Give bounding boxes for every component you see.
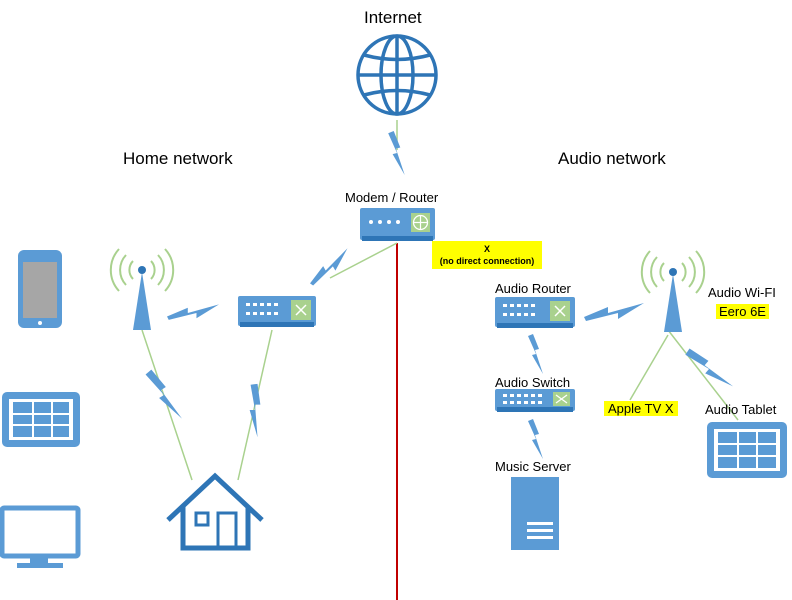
audio-network-label: Audio network [558, 149, 666, 168]
audio-tablet-label: Audio Tablet [705, 402, 777, 417]
audio-router-icon [495, 297, 575, 328]
home-network-label: Home network [123, 149, 233, 168]
modem-router-label: Modem / Router [345, 190, 439, 205]
no-connection-mark: X [483, 244, 490, 254]
lightning-icon [683, 340, 734, 399]
lightning-icon [167, 304, 219, 320]
tablet-icon [2, 392, 80, 447]
eero-label: Eero 6E [716, 304, 769, 319]
home-antenna-icon [109, 248, 175, 330]
globe-icon [356, 34, 438, 116]
wired-links [141, 120, 739, 481]
audio-switch-label: Audio Switch [495, 375, 571, 390]
internet-label: Internet [364, 8, 422, 27]
music-server-label: Music Server [495, 459, 571, 474]
audio-router-label: Audio Router [495, 281, 571, 296]
audio-tablet-icon [707, 422, 787, 478]
lightning-icon [528, 334, 543, 374]
house-icon [166, 472, 264, 551]
lightning-icon [584, 303, 644, 321]
home-switch-icon [238, 296, 316, 327]
lightning-icon [304, 248, 355, 287]
lightning-icon [528, 419, 543, 459]
server-icon [511, 477, 559, 550]
apple-tv-label: Apple TV X [604, 401, 678, 416]
monitor-icon [0, 505, 81, 568]
audio-wifi-label: Audio Wi-FI [708, 285, 776, 300]
phone-icon [18, 250, 62, 328]
no-connection-note: X (no direct connection) [432, 241, 542, 269]
no-connection-text: (no direct connection) [439, 256, 535, 266]
switch-icon [495, 389, 575, 412]
audio-antenna-icon [640, 250, 706, 332]
router-icon [360, 208, 435, 241]
